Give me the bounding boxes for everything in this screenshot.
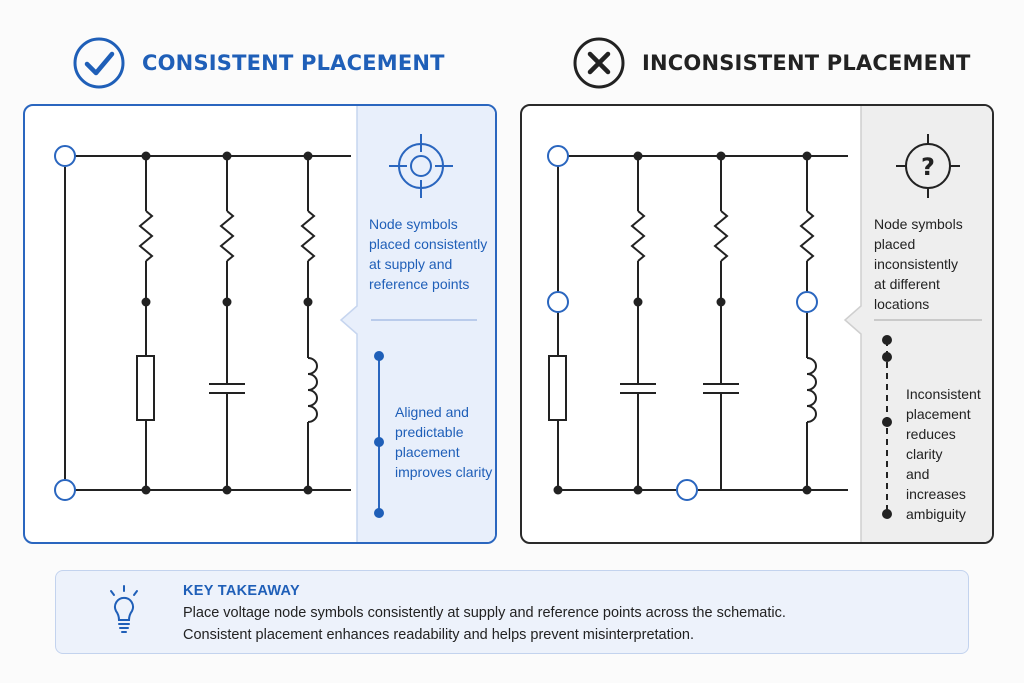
lightbulb-icon [110,585,138,633]
node-symbol-branch [796,291,818,313]
inconsistent-note-bottom: Inconsistent placement reduces clarity a… [906,386,981,522]
crosshair-target-icon [389,134,453,198]
inconsistent-note-top: Node symbols placed inconsistently at di… [874,216,963,312]
heading-inconsistent-text: INCONSISTENT PLACEMENT [642,51,971,75]
node-symbol-reference [54,479,76,501]
key-takeaway-line-2: Consistent placement enhances readabilit… [183,627,695,643]
heading-inconsistent: INCONSISTENT PLACEMENT [572,36,971,90]
node-symbol-top [547,145,569,167]
inconsistent-schematic: ? [547,106,992,542]
node-symbol-middle [547,291,569,313]
heading-consistent-text: CONSISTENT PLACEMENT [142,51,445,75]
svg-text:?: ? [921,153,935,181]
consistent-schematic [54,106,495,542]
node-symbol-bottom [676,479,698,501]
key-takeaway-title: KEY TAKEAWAY [183,583,300,599]
heading-consistent: CONSISTENT PLACEMENT [72,36,445,90]
consistent-panel: Node symbols placed consistently at supp… [23,104,497,544]
key-takeaway-line-1: Place voltage node symbols consistently … [183,605,786,621]
key-takeaway-box: KEY TAKEAWAY Place voltage node symbols … [55,570,969,654]
scattered-node-marker [882,335,892,519]
aligned-node-marker [374,351,384,518]
consistent-note-top: Node symbols placed consistently at supp… [369,216,488,292]
crosshair-question-icon: ? [896,134,960,198]
check-circle-icon [73,37,125,89]
inconsistent-panel: ? Node symbols placed inconsistently at … [520,104,994,544]
node-symbol-supply [54,145,76,167]
consistent-note-bottom: Aligned and predictable placement improv… [395,404,493,480]
x-circle-icon [573,37,625,89]
